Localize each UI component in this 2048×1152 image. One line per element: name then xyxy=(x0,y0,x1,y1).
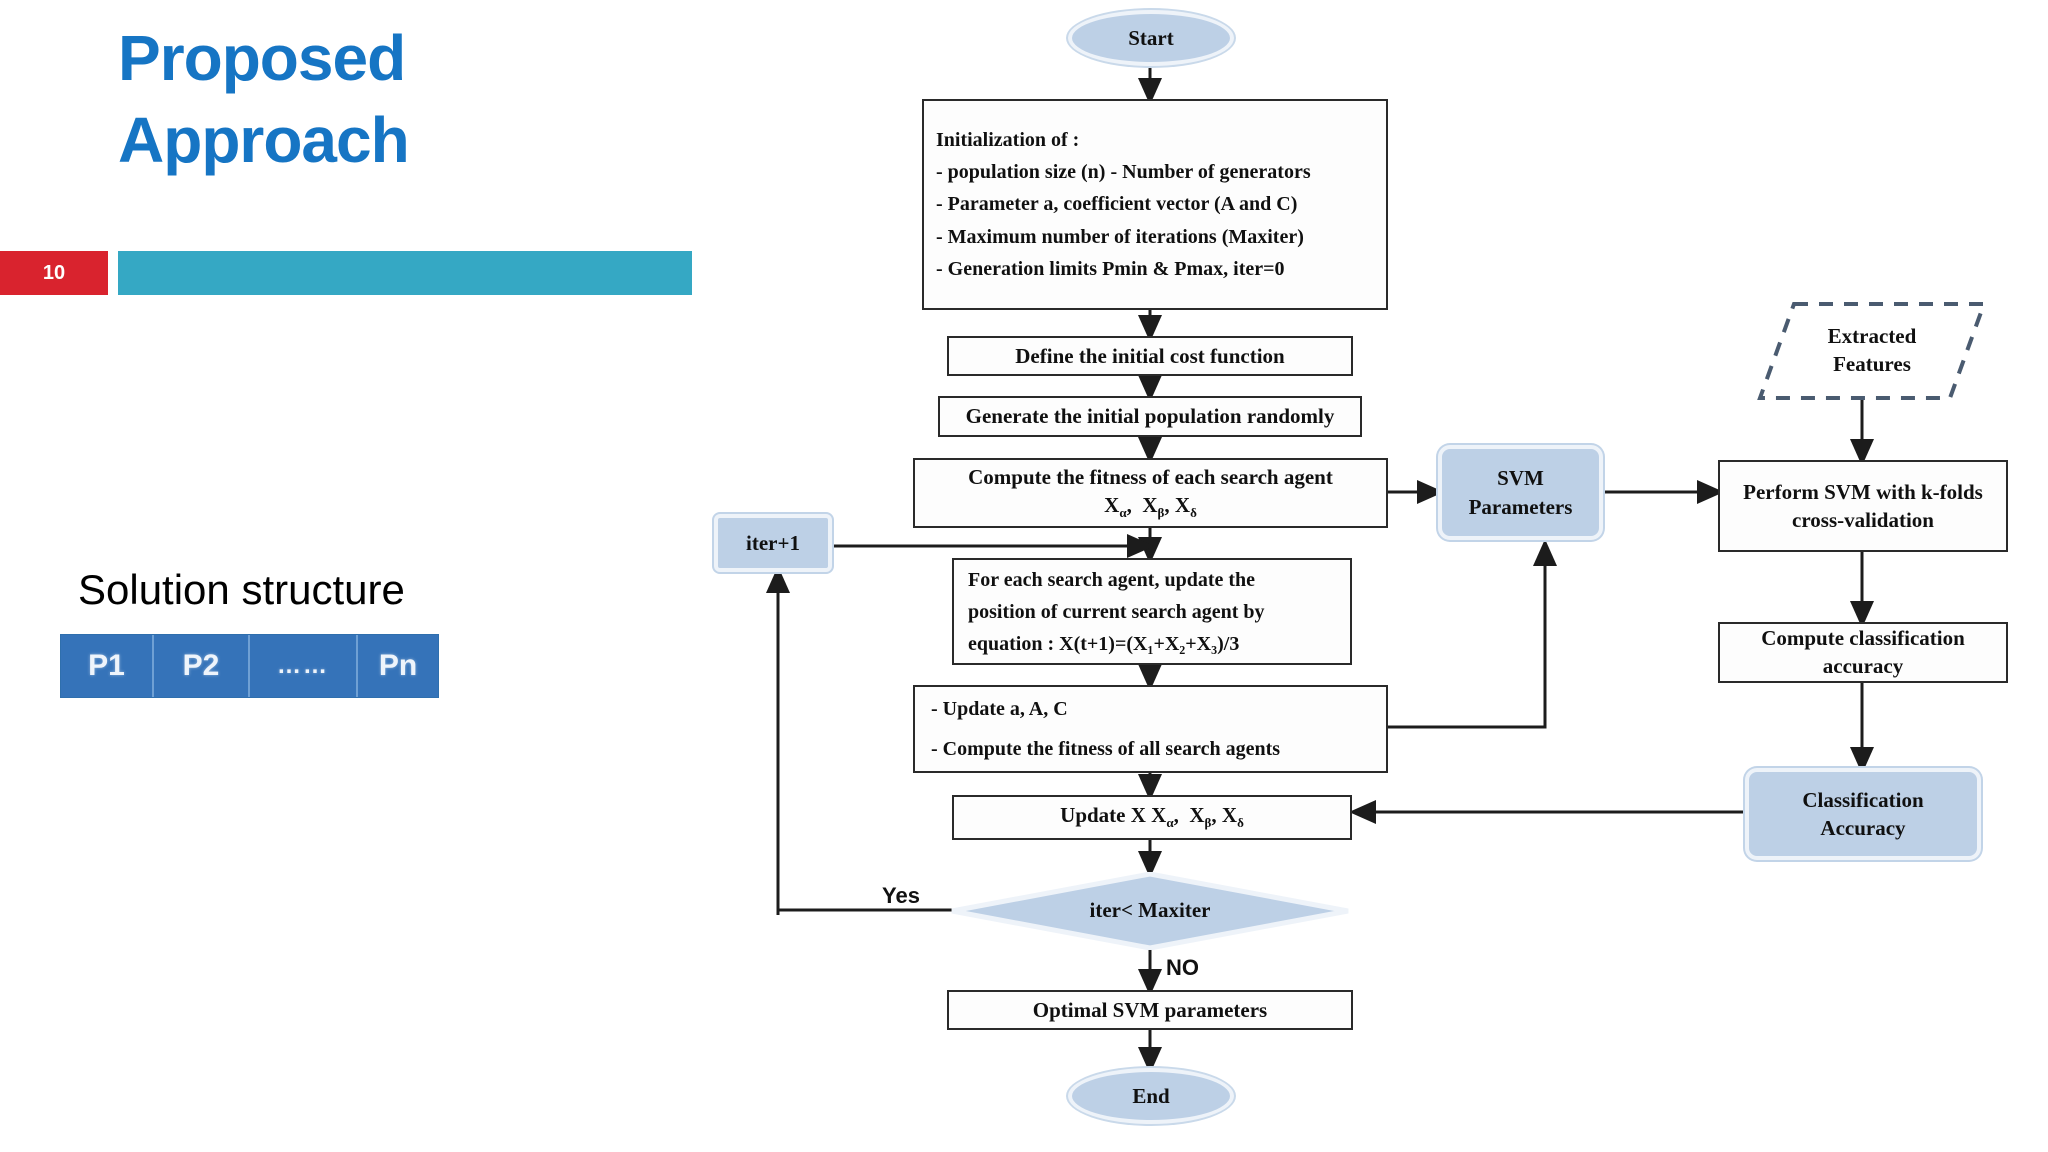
node-decision-iter-maxiter: iter< Maxiter xyxy=(950,872,1350,950)
node-perform-svm: Perform SVM with k-folds cross-validatio… xyxy=(1718,460,2008,552)
init-line-3: - Maximum number of iterations (Maxiter) xyxy=(936,225,1304,248)
edge-label-yes: Yes xyxy=(882,883,920,908)
node-define-cost-function: Define the initial cost function xyxy=(947,336,1353,376)
perform-svm-line2: cross-validation xyxy=(1792,508,1934,532)
compute-accuracy-line2: accuracy xyxy=(1822,653,1904,678)
generate-population-label: Generate the initial population randomly xyxy=(965,404,1335,428)
init-title: Initialization of : xyxy=(936,128,1080,151)
svm-parameters-line2: Parameters xyxy=(1468,494,1573,519)
node-iter-plus-one: iter+1 xyxy=(714,514,832,572)
update-position-line3: equation : X(t+1)=(X₁+X₂+X₃)/3 xyxy=(968,632,1240,655)
classification-accuracy-line2: Accuracy xyxy=(1820,816,1906,840)
solution-cell-ellipsis: …… xyxy=(250,635,358,697)
title-underline-bar xyxy=(118,251,692,295)
sub-delta-1: δ xyxy=(1190,504,1197,520)
edge-label-no: NO xyxy=(1166,955,1199,980)
node-update-position: For each search agent, update the positi… xyxy=(952,558,1352,665)
compute-fitness-line2: Xα, Xβ, Xδ xyxy=(1104,492,1197,520)
decision-label: iter< Maxiter xyxy=(1089,898,1211,922)
decision-shape xyxy=(951,872,1349,950)
page-title: Proposed Approach xyxy=(118,18,638,182)
update-position-line2: position of current search agent by xyxy=(968,600,1265,623)
extracted-features-label: Extracted Features xyxy=(1756,322,1988,379)
node-svm-parameters: SVM Parameters xyxy=(1438,445,1603,540)
node-update-a-A-C: - Update a, A, C - Compute the fitness o… xyxy=(913,685,1388,773)
svm-parameters-line1: SVM xyxy=(1497,466,1544,491)
update-aac-line2: - Compute the fitness of all search agen… xyxy=(931,738,1281,760)
node-classification-accuracy: Classification Accuracy xyxy=(1745,768,1981,860)
sub-alpha-1: α xyxy=(1119,504,1127,520)
solution-cell-pn: Pn xyxy=(378,649,418,682)
sub-delta-2: δ xyxy=(1237,815,1244,831)
init-line-2: - Parameter a, coefficient vector (A and… xyxy=(936,193,1298,216)
solution-cell-p1: P1 xyxy=(61,635,154,697)
define-cost-label: Define the initial cost function xyxy=(1015,343,1285,368)
update-aac-line1: - Update a, A, C xyxy=(931,698,1068,720)
solution-structure-label: Solution structure xyxy=(78,566,405,613)
node-compute-fitness-each: Compute the fitness of each search agent… xyxy=(913,458,1388,528)
update-x-label: Update X Xα, Xβ, Xδ xyxy=(1060,803,1244,831)
update-x-text: Update X xyxy=(1060,803,1146,828)
extracted-features-line1: Extracted xyxy=(1827,324,1917,348)
iter-plus-one-label: iter+1 xyxy=(746,530,800,555)
init-line-4: - Generation limits Pmin & Pmax, iter=0 xyxy=(936,258,1285,281)
node-generate-population: Generate the initial population randomly xyxy=(938,396,1362,437)
perform-svm-line1: Perform SVM with k-folds xyxy=(1743,479,1983,504)
node-end-label: End xyxy=(1132,1083,1170,1108)
node-initialization: Initialization of : - population size (n… xyxy=(922,99,1388,310)
node-end: End xyxy=(1068,1068,1234,1124)
page-title-line2: Approach xyxy=(118,103,410,176)
update-position-line1: For each search agent, update the xyxy=(968,568,1256,591)
init-line-1: - population size (n) - Number of genera… xyxy=(936,160,1311,183)
extracted-features-shape xyxy=(1757,302,1987,400)
solution-structure-strip: P1 P2 …… Pn xyxy=(60,634,439,698)
node-optimal-svm-parameters: Optimal SVM parameters xyxy=(947,990,1353,1030)
node-compute-classification-accuracy: Compute classification accuracy xyxy=(1718,622,2008,683)
node-extracted-features: Extracted Features xyxy=(1756,300,1988,402)
compute-accuracy-line1: Compute classification xyxy=(1761,626,1965,651)
compute-fitness-line1: Compute the fitness of each search agent xyxy=(968,465,1333,490)
page-title-line1: Proposed xyxy=(118,22,406,94)
node-start-label: Start xyxy=(1128,25,1174,50)
page-number-badge: 10 xyxy=(0,251,108,295)
sub-beta-2: β xyxy=(1204,815,1212,831)
extracted-features-line2: Features xyxy=(1833,352,1911,377)
node-update-x-leaders: Update X Xα, Xβ, Xδ xyxy=(952,795,1352,840)
sub-beta-1: β xyxy=(1157,504,1165,520)
classification-accuracy-line1: Classification xyxy=(1802,787,1924,812)
optimal-svm-label: Optimal SVM parameters xyxy=(1032,997,1268,1022)
node-start: Start xyxy=(1068,10,1234,66)
solution-cell-p2: P2 xyxy=(154,635,250,697)
sub-alpha-2: α xyxy=(1166,815,1174,831)
